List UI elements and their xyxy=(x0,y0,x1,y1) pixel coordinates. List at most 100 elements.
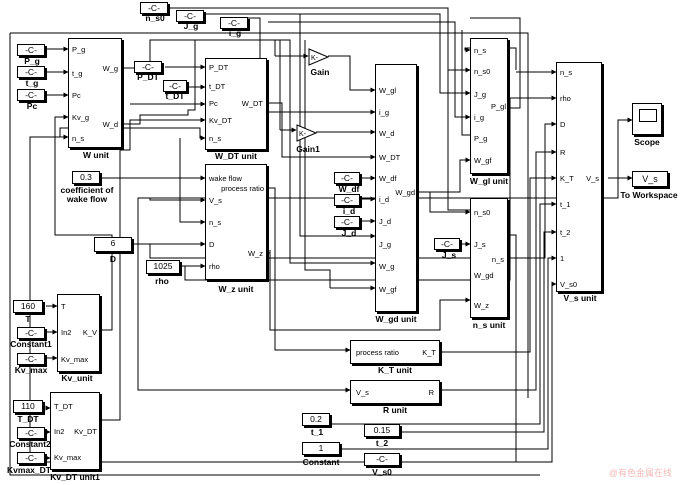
kv-dt-unit-block[interactable]: T_DT In2 Kv_max Kv_DT xyxy=(50,392,100,470)
r-unit-label: R unit xyxy=(382,405,408,415)
kv-unit-block[interactable]: T In2 Kv_max K_V xyxy=(57,294,100,372)
w-unit-in-kv_g: Kv_g xyxy=(72,113,90,122)
n_s0-value: -C- xyxy=(148,3,160,13)
w-gl-in-w_gf: W_gf xyxy=(474,156,492,165)
kv-dt-in-kv_max: Kv_max xyxy=(54,453,82,462)
gain1-label: Gain1 xyxy=(296,144,320,154)
J_g-constant[interactable]: -C- xyxy=(176,10,204,22)
Constant-constant[interactable]: 1 xyxy=(302,442,340,455)
w-gl-in-n_s0: n_s0 xyxy=(474,67,491,76)
w-gl-out-p_gl: P_gl xyxy=(490,102,506,111)
scope-icon xyxy=(639,109,657,122)
Kv_max-constant[interactable]: -C- xyxy=(17,353,45,365)
W_df-value: -C- xyxy=(341,173,353,183)
v-s-in-k_t: K_T xyxy=(560,174,574,183)
w-gl-in-n_s: n_s xyxy=(474,46,487,55)
rho-constant[interactable]: 1025 xyxy=(146,260,180,274)
w-unit-out-w_g: W_g xyxy=(102,64,118,73)
t_g-value: -C- xyxy=(25,67,37,77)
w-dt-unit-block[interactable]: P_DT t_DT Pc Kv_DT n_s W_DT xyxy=(205,58,267,150)
w-gl-in-i_g: i_g xyxy=(474,113,485,122)
Constant-value: 1 xyxy=(318,443,324,453)
r-unit-block[interactable]: V_s R xyxy=(350,380,440,404)
Kvmax_DT-constant[interactable]: -C- xyxy=(17,452,45,464)
w-gl-unit-label: W_gl unit xyxy=(469,176,509,186)
t_1-constant[interactable]: 0.2 xyxy=(302,413,330,426)
t_DT-value: -C- xyxy=(169,81,181,91)
kv-unit-label: Kv_unit xyxy=(61,373,93,383)
v-s-out-v_s: V_s xyxy=(586,174,599,183)
Constant1-constant[interactable]: -C- xyxy=(17,327,45,339)
P_g-value: -C- xyxy=(25,45,37,55)
t_g-constant[interactable]: -C- xyxy=(17,66,45,78)
w-unit-in-n_s: n_s xyxy=(72,134,85,143)
v-s-in-rho: rho xyxy=(560,94,571,103)
V_s0-value: -C- xyxy=(376,454,388,464)
r-in-v_s: V_s xyxy=(356,388,369,397)
k-t-in-process-ratio: process ratio xyxy=(356,348,399,357)
D-constant[interactable]: 6 xyxy=(94,237,132,252)
to-workspace-block[interactable]: V_s xyxy=(632,171,668,187)
i_g-constant[interactable]: -C- xyxy=(220,17,248,29)
w-gd-in-w_d: W_d xyxy=(379,129,395,138)
k-t-unit-block[interactable]: process ratio K_T xyxy=(350,340,440,364)
t_1-value: 0.2 xyxy=(310,414,322,424)
w-gd-in-j_d: J_d xyxy=(379,217,392,226)
Pc-value: -C- xyxy=(25,90,37,100)
to-workspace-label: To Workspace xyxy=(620,190,678,200)
t_DT-constant[interactable]: -C- xyxy=(163,80,187,92)
P_DT-constant[interactable]: -C- xyxy=(134,61,162,73)
Kvmax_DT-value: -C- xyxy=(25,453,37,463)
v-s-in-t_1: t_1 xyxy=(560,200,571,209)
v-s-unit-label: V_s unit xyxy=(563,293,597,303)
wake-flow-constant[interactable]: 0.3 xyxy=(72,171,100,184)
w-gd-in-w_g: W_g xyxy=(379,262,395,271)
w-dt-in-kv_dt: Kv_DT xyxy=(209,116,232,125)
wake-flow-value: 0.3 xyxy=(80,172,92,182)
kv-out-k_v: K_V xyxy=(82,328,97,337)
n-s-unit-block[interactable]: n_s0 J_s W_gd W_z n_s xyxy=(470,198,508,318)
J_d-constant[interactable]: -C- xyxy=(334,216,360,228)
v-s-unit-block[interactable]: n_s rho D R K_T t_1 t_2 1 V_s0 V_s xyxy=(556,62,602,292)
T-constant[interactable]: 160 xyxy=(13,300,43,313)
w-unit-block[interactable]: P_g t_g Pc Kv_g n_s W_g W_d xyxy=(68,38,122,148)
n_s0-constant[interactable]: -C- xyxy=(140,2,168,14)
w-gl-unit-block[interactable]: n_s n_s0 J_g i_g P_g W_gf P_gl xyxy=(470,38,508,174)
v-s-in-n_s: n_s xyxy=(560,68,573,77)
wake-flow-label: coefficient of wake flow xyxy=(60,185,114,204)
w-gd-out-w_gd: W_gd xyxy=(395,188,415,197)
D-label: D xyxy=(109,254,117,264)
Constant2-constant[interactable]: -C- xyxy=(17,427,45,439)
Pc-constant[interactable]: -C- xyxy=(17,89,45,101)
v-s-in-d: D xyxy=(560,120,566,129)
t_DT-label: t_DT xyxy=(165,91,185,101)
J_s-label: J_s xyxy=(441,250,457,260)
w-gd-in-w_dt: W_DT xyxy=(379,153,401,162)
w-gd-unit-block[interactable]: W_gl i_g W_d W_DT W_df i_d J_d J_g W_g W… xyxy=(375,64,417,312)
i_d-constant[interactable]: -C- xyxy=(334,194,360,206)
kv-dt-out-kv_dt: Kv_DT xyxy=(74,427,97,436)
kv-in-t: T xyxy=(61,302,66,311)
w-dt-in-pc: Pc xyxy=(209,99,218,108)
r-out-r: R xyxy=(428,388,434,397)
T_DT-constant[interactable]: 110 xyxy=(13,400,43,413)
V_s0-constant[interactable]: -C- xyxy=(364,453,400,466)
J_s-constant[interactable]: -C- xyxy=(434,238,460,250)
w-unit-in-t_g: t_g xyxy=(72,69,83,78)
scope-label: Scope xyxy=(634,137,660,147)
W_df-constant[interactable]: -C- xyxy=(334,172,360,184)
P_g-constant[interactable]: -C- xyxy=(17,44,45,56)
P_DT-label: P_DT xyxy=(137,72,159,82)
watermark: @有色金属在线 xyxy=(608,468,672,478)
gain-block[interactable]: K- xyxy=(308,48,330,66)
gain1-block[interactable]: K- xyxy=(296,124,318,142)
w-z-unit-block[interactable]: wake flow process ratio V_s n_s D rho W_… xyxy=(205,164,267,280)
t_2-constant[interactable]: 0.15 xyxy=(364,424,400,437)
v-s-in-v_s0: V_s0 xyxy=(560,280,578,289)
kv-in-kv_max: Kv_max xyxy=(61,355,89,364)
J_s-value: -C- xyxy=(441,239,453,249)
scope-block[interactable] xyxy=(632,103,662,135)
kv-dt-unit-label: Kv_DT unit1 xyxy=(50,472,100,482)
J_d-value: -C- xyxy=(341,217,353,227)
J_d-label: J_d xyxy=(341,228,357,238)
